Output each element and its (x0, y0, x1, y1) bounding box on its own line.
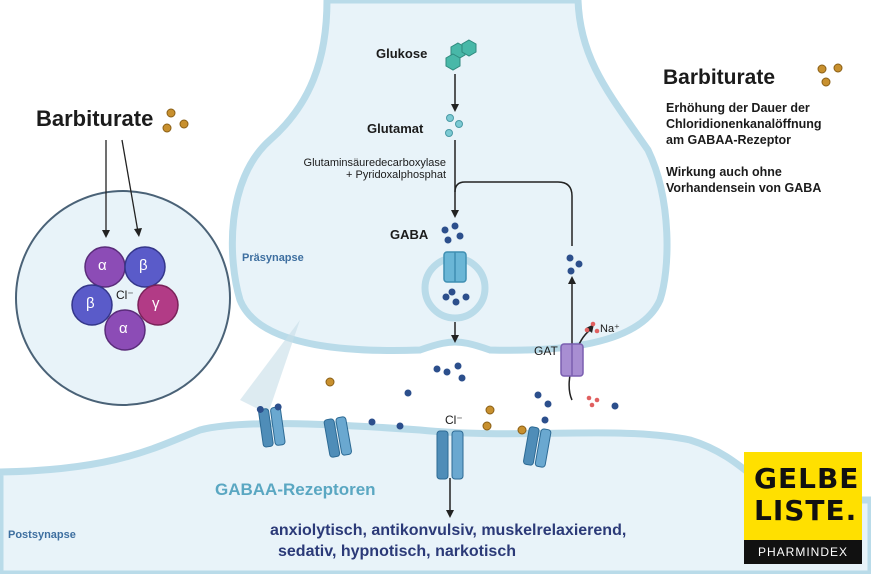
glutamate-molecule (446, 114, 454, 122)
barbiturate-molecule (485, 405, 495, 415)
enzyme-label: Glutaminsäuredecarboxylase + Pyridoxalph… (303, 157, 446, 181)
gaba-molecule (544, 400, 552, 408)
arrowhead (451, 210, 459, 218)
gaba-molecule (462, 293, 470, 301)
subunit-beta-top (124, 246, 166, 288)
gat-label: GAT (534, 344, 558, 358)
barbiturate-molecule (179, 119, 189, 129)
right-text-line: Chloridionenkanalöffnung (666, 117, 822, 131)
arrowhead (102, 230, 110, 238)
zoom-connector (240, 320, 300, 414)
gaba-label: GABA (390, 227, 429, 242)
barbiturate-molecule (325, 377, 335, 387)
subunit-label-alpha: α (98, 257, 107, 274)
right-text-line: Wirkung auch ohne (666, 165, 782, 179)
gaba-molecule (456, 232, 464, 240)
gaba-molecule (441, 226, 449, 234)
barbiturate-molecule (817, 64, 827, 74)
sodium-label: Na⁺ (600, 323, 620, 335)
effects-text: anxiolytisch, antikonvulsiv, muskelrelax… (270, 520, 626, 562)
gaba-molecule (444, 236, 452, 244)
logo-bar: PHARMINDEX (744, 540, 862, 564)
zoom-circle (15, 190, 231, 406)
barbiturate-molecule (833, 63, 843, 73)
subunit-gamma (137, 284, 179, 326)
barbiturate-molecule (166, 108, 176, 118)
gaba-a-receptor (256, 403, 286, 448)
gaba-molecule (404, 389, 412, 397)
right-text-line: am GABAA-Rezeptor (666, 133, 792, 147)
glucose-molecule (461, 39, 477, 57)
gaba-molecule (566, 254, 574, 262)
gaba-molecule (575, 260, 583, 268)
postsynapse-label: Postsynapse (8, 529, 76, 541)
gaba-molecule (442, 293, 450, 301)
gaba-molecule (451, 222, 459, 230)
subunit-label-beta: β (139, 257, 148, 274)
arrowhead (586, 324, 594, 333)
arrowhead (451, 104, 459, 112)
effects-line: sedativ, hypnotisch, narkotisch (278, 543, 516, 560)
sodium-ion (590, 321, 596, 327)
glutamate-molecule (445, 129, 453, 137)
arrowhead (446, 510, 454, 518)
gaba-molecule (611, 402, 619, 410)
gaba-molecule (454, 362, 462, 370)
gaba-a-receptor (523, 426, 552, 468)
gaba-molecule (567, 267, 575, 275)
right-text-block-2: Wirkung auch ohne Vorhandensein von GABA (666, 164, 821, 196)
right-text-line: Erhöhung der Dauer der (666, 101, 810, 115)
sodium-ion (584, 327, 590, 333)
presynapse-label: Präsynapse (242, 252, 304, 264)
chloride-label-zoom: Cl⁻ (116, 288, 134, 302)
gaba-molecule (452, 298, 460, 306)
sodium-ion (594, 397, 600, 403)
glucose-molecule (445, 53, 461, 71)
glutamate-label: Glutamat (367, 121, 424, 136)
arrowhead (134, 228, 142, 237)
logo-line2: LISTE. (754, 494, 858, 527)
enzyme-line: + Pyridoxalphosphat (346, 169, 446, 181)
subunit-label-alpha: α (119, 320, 128, 337)
arrowhead (451, 335, 459, 343)
left-barbiturate-title: Barbiturate (36, 106, 154, 131)
gaba-molecule (458, 374, 466, 382)
gaba-molecule (443, 368, 451, 376)
gaba-molecule (396, 422, 404, 430)
effects-line: anxiolytisch, antikonvulsiv, muskelrelax… (270, 522, 627, 539)
chloride-label-receptor: Cl⁻ (445, 413, 463, 427)
barbiturate-molecule (517, 425, 527, 435)
right-text-line: Vorhandensein von GABA (666, 181, 822, 195)
subunit-label-beta: β (86, 295, 95, 312)
arrow-reuptake (454, 181, 573, 246)
barbiturate-arrows (105, 139, 139, 233)
barbiturate-molecule (482, 421, 492, 431)
sodium-ion (586, 395, 592, 401)
receptors-title: GABAA-Rezeptoren (215, 480, 376, 499)
logo-line1: GELBE (754, 462, 860, 495)
gaba-molecule (534, 391, 542, 399)
subunit-alpha-bottom (104, 309, 146, 351)
postsynaptic-cell (0, 420, 871, 574)
gaba-molecule (368, 418, 376, 426)
gaba-a-receptor-center (436, 430, 464, 480)
right-text-block-1: Erhöhung der Dauer der Chloridionenkanal… (666, 100, 822, 148)
barbiturate-molecule (821, 77, 831, 87)
sodium-ion (594, 328, 600, 334)
subunit-beta-left (71, 284, 113, 326)
barbiturate-molecule (162, 123, 172, 133)
gaba-molecule (448, 288, 456, 296)
enzyme-line: Glutaminsäuredecarboxylase (303, 157, 446, 169)
gaba-a-receptor (323, 416, 352, 458)
subunit-label-gamma: γ (152, 295, 160, 312)
right-barbiturate-title: Barbiturate (663, 66, 776, 89)
gelbe-liste-logo: GELBE LISTE. PHARMINDEX (744, 452, 862, 564)
arrowhead (568, 276, 576, 284)
glutamate-molecule (455, 120, 463, 128)
glucose-label: Glukose (376, 46, 428, 61)
sodium-ion (589, 402, 595, 408)
gaba-molecule (541, 416, 549, 424)
gaba-molecule (433, 365, 441, 373)
